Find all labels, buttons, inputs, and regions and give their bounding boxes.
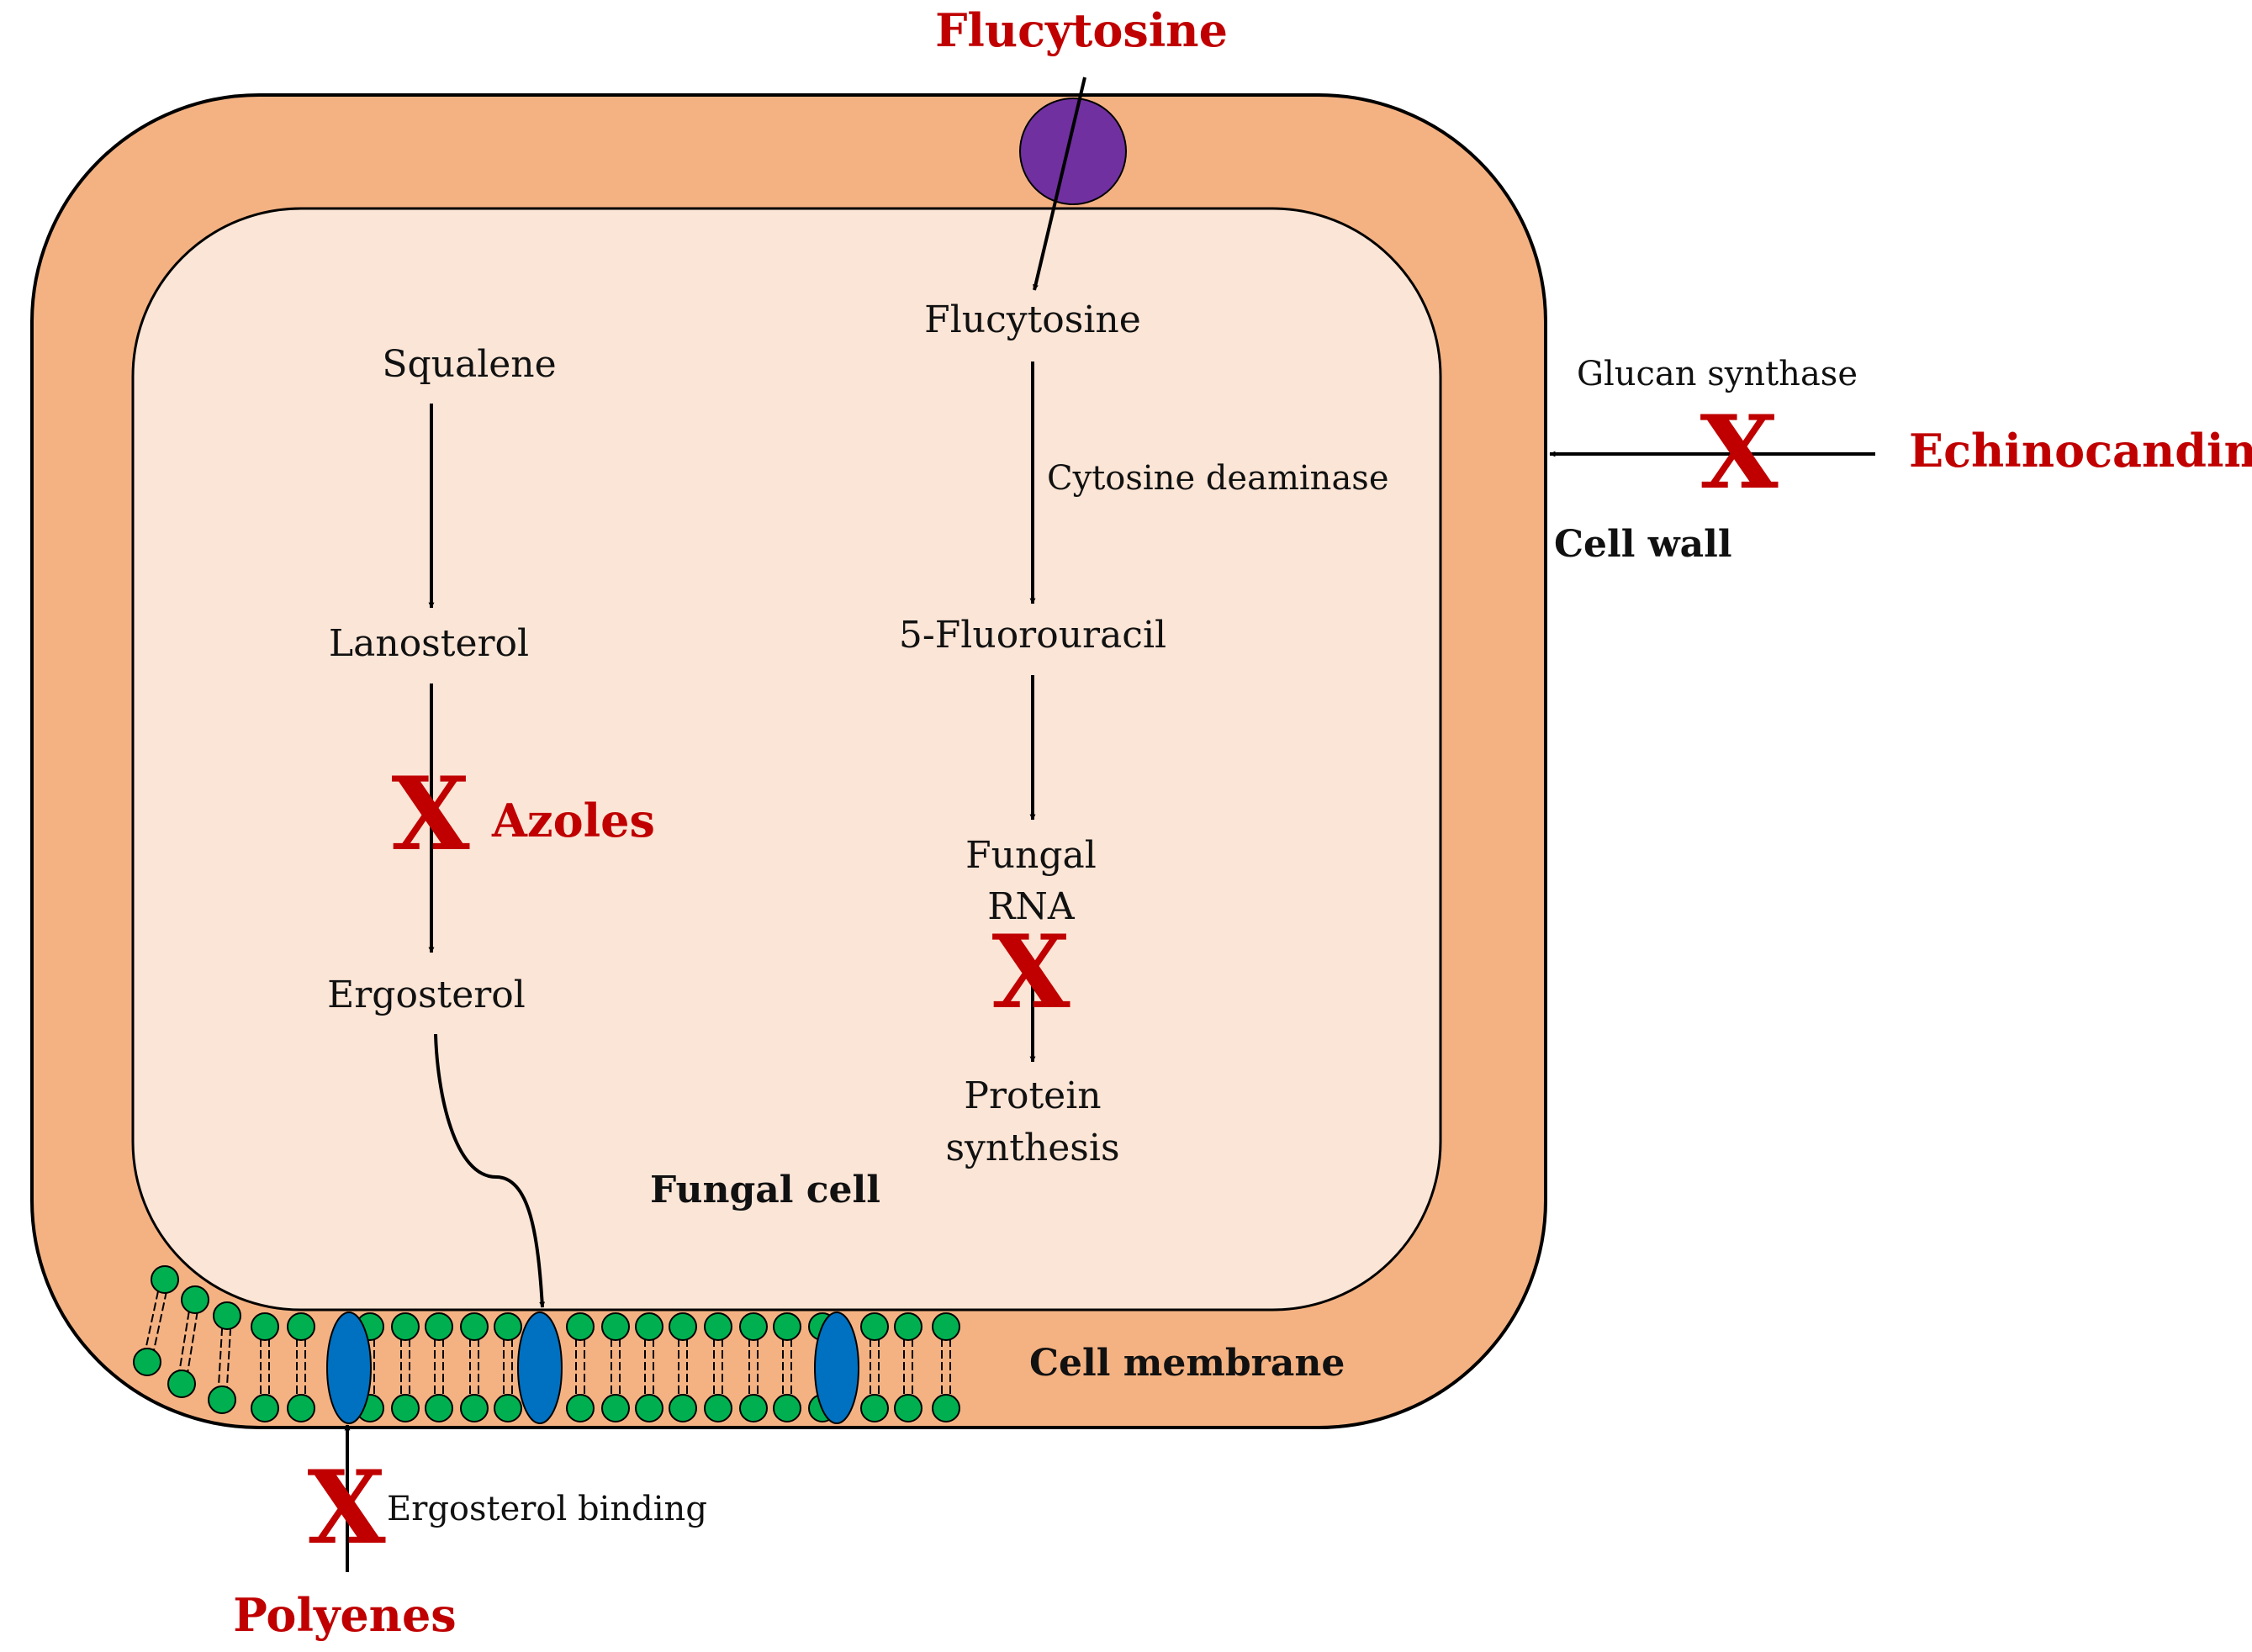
lipid-head — [669, 1312, 697, 1341]
ergosterol-binding-label: Ergosterol binding — [387, 1490, 707, 1528]
lipid-head — [932, 1312, 960, 1341]
lipid-head — [151, 1265, 179, 1294]
polyenes-inhibition-mark: X — [307, 1449, 385, 1567]
azoles-inhibition-mark: X — [391, 755, 469, 874]
protein-synthesis-label-line2: synthesis — [945, 1127, 1119, 1169]
cytoplasm — [131, 207, 1442, 1312]
lipid-tail — [225, 1315, 232, 1401]
lipid-head — [773, 1312, 801, 1341]
lipid-head — [739, 1394, 768, 1422]
azoles-drug-label: Azoles — [491, 794, 655, 847]
lipid-head — [251, 1312, 279, 1341]
lipid-head — [181, 1285, 209, 1314]
lipid-head — [704, 1312, 732, 1341]
lipid-head — [635, 1312, 663, 1341]
fluorouracil-label: 5-Fluorouracil — [899, 614, 1166, 657]
cytosine-deaminase-label: Cytosine deaminase — [1047, 459, 1388, 498]
glucan-synthase-label: Glucan synthase — [1577, 355, 1858, 393]
lipid-head — [739, 1312, 768, 1341]
lipid-head — [133, 1348, 161, 1376]
lipid-head — [425, 1394, 453, 1422]
lipid-head — [894, 1394, 922, 1422]
squalene-label: Squalene — [382, 343, 556, 386]
membrane-protein — [814, 1312, 859, 1424]
fungal-rna-label-line2: RNA — [987, 885, 1076, 928]
lipid-head — [635, 1394, 663, 1422]
lipid-tail — [142, 1279, 161, 1363]
lipid-head — [566, 1394, 595, 1422]
lipid-head — [860, 1312, 889, 1341]
lipid-head — [566, 1312, 595, 1341]
lipid-head — [213, 1301, 241, 1330]
lipid-head — [494, 1312, 522, 1341]
rna-inhibition-mark: X — [991, 913, 1070, 1032]
echinocandins-inhibition-mark: X — [1700, 393, 1778, 512]
lipid-head — [391, 1312, 420, 1341]
lipid-head — [287, 1312, 315, 1341]
lipid-head — [460, 1394, 489, 1422]
lipid-head — [425, 1312, 453, 1341]
ergosterol-to-membrane-arrow — [434, 1033, 546, 1308]
lipid-head — [704, 1394, 732, 1422]
lipid-head — [167, 1370, 196, 1398]
lipid-head — [251, 1394, 279, 1422]
flucytosine-transporter — [1019, 98, 1127, 205]
lipid-head — [460, 1312, 489, 1341]
lipid-tail — [217, 1315, 224, 1401]
cell-wall-label: Cell wall — [1554, 523, 1732, 566]
lanosterol-label: Lanosterol — [329, 622, 529, 665]
lipid-head — [894, 1312, 922, 1341]
flucytosine-label: Flucytosine — [924, 298, 1141, 341]
lipid-head — [391, 1394, 420, 1422]
echinocandins-drug-label: Echinocandins — [1909, 424, 2252, 478]
lipid-head — [932, 1394, 960, 1422]
lipid-head — [494, 1394, 522, 1422]
fungal-cell-label: Fungal cell — [650, 1169, 880, 1211]
lipid-head — [287, 1394, 315, 1422]
flucytosine-uptake-arrow — [1033, 77, 1086, 291]
lipid-head — [773, 1394, 801, 1422]
membrane-protein — [326, 1312, 372, 1424]
fungal-rna-label-line1: Fungal — [965, 834, 1097, 877]
protein-synthesis-label-line1: Protein — [964, 1074, 1101, 1117]
cell-membrane-label: Cell membrane — [1029, 1342, 1345, 1385]
lipid-head — [669, 1394, 697, 1422]
lipid-head — [208, 1385, 236, 1414]
lipid-head — [601, 1312, 630, 1341]
flucytosine-drug-label: Flucytosine — [935, 3, 1228, 57]
polyenes-drug-label: Polyenes — [233, 1588, 456, 1642]
lipid-bilayer — [133, 1265, 960, 1424]
lipid-head — [601, 1394, 630, 1422]
ergosterol-label: Ergosterol — [327, 974, 526, 1016]
membrane-protein — [517, 1312, 563, 1424]
lipid-head — [860, 1394, 889, 1422]
